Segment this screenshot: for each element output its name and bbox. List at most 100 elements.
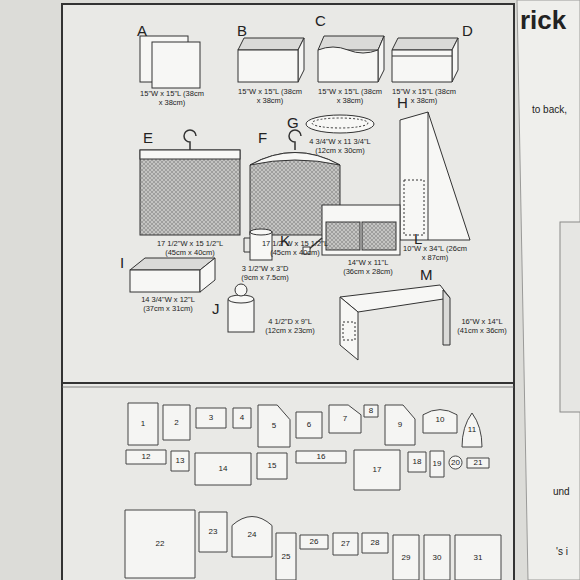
piece-outline xyxy=(126,450,166,464)
piece-outline xyxy=(171,451,189,471)
piece-number: 25 xyxy=(282,553,291,561)
dimension-label: 14"W x 11"L (36cm x 28cm) xyxy=(337,259,399,276)
item-drawing xyxy=(289,130,301,150)
piece-outline xyxy=(258,405,290,447)
item-drawing xyxy=(152,42,200,88)
paper-sheet xyxy=(62,382,514,384)
pattern-piece: 9 xyxy=(385,405,415,445)
piece-outline xyxy=(393,535,419,580)
page-text: to back, xyxy=(532,104,578,116)
item-drawing xyxy=(238,38,304,50)
pattern-piece: 4 xyxy=(233,408,251,428)
item-drawing xyxy=(428,112,429,240)
piece-outline xyxy=(423,410,457,433)
pattern-piece: 12 xyxy=(126,450,166,464)
pattern-piece: 11 xyxy=(462,413,482,447)
item-letter: G xyxy=(287,114,301,131)
piece-outline xyxy=(163,405,190,440)
piece-outline xyxy=(362,533,388,553)
item-letter: E xyxy=(143,129,157,146)
item-letter: D xyxy=(462,22,476,39)
piece-number: 15 xyxy=(268,462,277,470)
item-drawing xyxy=(200,258,215,292)
piece-outline xyxy=(354,450,400,490)
piece-number: 29 xyxy=(402,554,411,562)
item-drawing xyxy=(362,222,396,250)
piece-number: 8 xyxy=(369,407,373,415)
pattern-piece: 14 xyxy=(195,453,251,485)
item-drawing xyxy=(443,290,450,345)
item-drawing xyxy=(326,222,360,250)
pattern-piece: 2 xyxy=(163,405,190,440)
pattern-piece: 23 xyxy=(199,512,227,552)
item-drawing xyxy=(130,270,200,292)
dimension-label: 15"W x 15"L (38cm x 38cm) xyxy=(237,88,303,105)
piece-number: 9 xyxy=(398,421,402,429)
item-drawing xyxy=(340,285,450,312)
item-drawing xyxy=(318,47,378,82)
item-letter: B xyxy=(237,22,251,39)
piece-outline xyxy=(364,405,378,417)
piece-outline xyxy=(430,451,444,477)
pattern-piece: 21 xyxy=(467,458,489,468)
pattern-piece: 18 xyxy=(408,452,426,472)
dimension-label: 17 1/2"W x 15 1/2"L (45cm x 40cm) xyxy=(150,240,230,257)
piece-number: 11 xyxy=(468,426,476,434)
item-letter: F xyxy=(258,129,272,146)
item-letter: L xyxy=(414,230,428,247)
piece-number: 6 xyxy=(307,421,311,429)
piece-number: 17 xyxy=(373,466,382,474)
pattern-piece: 7 xyxy=(329,405,361,433)
piece-outline xyxy=(233,408,251,428)
page-text: und xyxy=(553,486,579,498)
piece-outline xyxy=(232,517,272,558)
item-drawing xyxy=(184,130,196,150)
pattern-piece: 19 xyxy=(430,451,444,477)
piece-outline xyxy=(329,405,361,433)
piece-number: 31 xyxy=(474,554,483,562)
item-letter: H xyxy=(397,94,411,111)
overlapping-page xyxy=(517,0,580,580)
piece-outline xyxy=(128,403,158,445)
page-text: 's i xyxy=(556,546,578,558)
piece-outline xyxy=(195,453,251,485)
item-drawing xyxy=(306,115,374,133)
pattern-piece: 6 xyxy=(296,412,322,438)
item-drawing xyxy=(392,38,458,50)
pattern-piece: 16 xyxy=(296,451,346,463)
piece-number: 18 xyxy=(413,458,422,466)
item-drawing xyxy=(312,118,368,128)
dimension-label: 3 1/2"W x 3"D (9cm x 7.5cm) xyxy=(234,265,296,282)
item-drawing xyxy=(250,229,272,235)
piece-number: 7 xyxy=(343,415,347,423)
piece-outline xyxy=(296,451,346,463)
piece-number: 26 xyxy=(310,538,319,546)
pattern-piece: 22 xyxy=(125,510,195,578)
piece-number: 21 xyxy=(474,459,483,467)
piece-number: 5 xyxy=(272,422,276,430)
dimension-label: 4 1/2"D x 9"L (12cm x 23cm) xyxy=(259,318,321,335)
piece-outline xyxy=(276,533,296,580)
item-drawing xyxy=(244,238,250,252)
paper-sheet xyxy=(62,4,514,580)
item-letter: I xyxy=(120,254,130,271)
piece-outline xyxy=(196,408,226,428)
item-drawing xyxy=(392,56,452,57)
item-letter: K xyxy=(280,232,294,249)
item-drawing xyxy=(404,180,424,235)
piece-outline xyxy=(449,456,462,469)
item-drawing xyxy=(343,322,355,340)
pattern-piece: 5 xyxy=(258,405,290,447)
item-drawing xyxy=(235,284,247,296)
item-drawing xyxy=(140,150,240,159)
item-drawing xyxy=(400,112,470,240)
pattern-piece: 10 xyxy=(423,407,457,433)
pattern-piece: 8 xyxy=(364,405,378,417)
pattern-piece: 15 xyxy=(257,453,287,479)
item-drawing xyxy=(130,36,470,360)
pattern-piece: 17 xyxy=(354,450,400,490)
piece-number: 3 xyxy=(209,414,213,422)
